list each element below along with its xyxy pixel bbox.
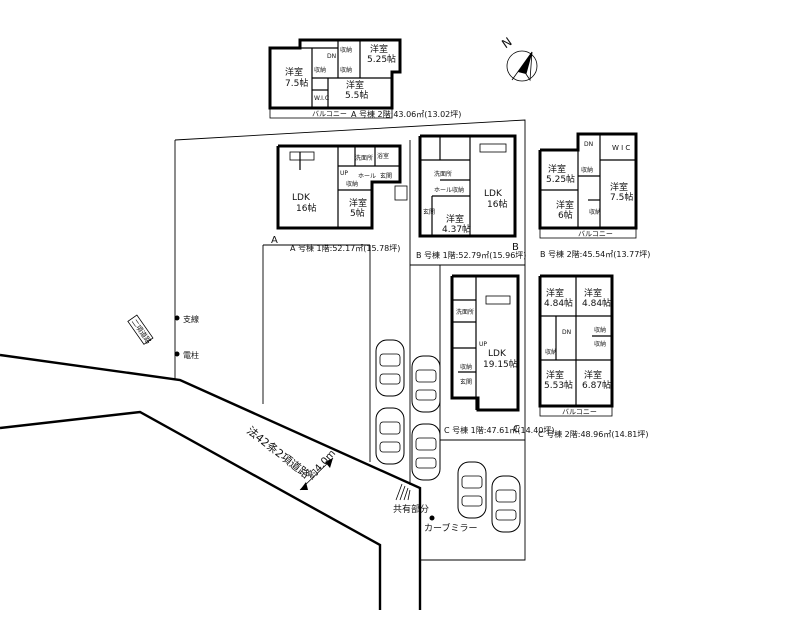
svg-text:電柱: 電柱 — [183, 350, 199, 360]
svg-text:16帖: 16帖 — [487, 198, 507, 210]
compass: N — [499, 35, 538, 82]
svg-text:洋室: 洋室 — [610, 181, 628, 193]
svg-text:5.25帖: 5.25帖 — [367, 53, 396, 65]
svg-text:洗面所: 洗面所 — [434, 170, 452, 178]
svg-text:5.53帖: 5.53帖 — [544, 379, 573, 391]
svg-text:収納: 収納 — [581, 166, 593, 174]
car-4 — [411, 423, 441, 481]
svg-text:洗面所: 洗面所 — [456, 308, 474, 316]
svg-text:5.25帖: 5.25帖 — [546, 173, 575, 185]
plan-a-letter: A — [271, 235, 278, 246]
plan-b-2f-caption: B 号棟 2階:45.54㎡(13.77坪) — [540, 249, 650, 259]
svg-text:バルコニー: バルコニー — [312, 110, 347, 118]
car-5 — [457, 461, 487, 519]
svg-text:6帖: 6帖 — [558, 209, 573, 221]
plan-b-2f: 洋室 5.25帖 洋室 7.5帖 洋室 6帖 W I C 収納 収納 DN バル… — [538, 132, 650, 259]
svg-text:LDK: LDK — [484, 189, 503, 199]
svg-text:収納: 収納 — [460, 363, 472, 371]
plan-b-1f-caption: B 号棟 1階:52.79㎡(15.96坪) — [416, 250, 526, 260]
svg-text:バルコニー: バルコニー — [562, 408, 597, 416]
svg-text:支線: 支線 — [183, 314, 199, 324]
svg-text:19.15帖: 19.15帖 — [483, 358, 518, 370]
svg-text:収納: 収納 — [452, 186, 464, 194]
svg-text:バルコニー: バルコニー — [578, 230, 613, 238]
svg-text:洋室: 洋室 — [285, 66, 303, 78]
curve-mirror-marker — [429, 515, 435, 521]
svg-text:7.5帖: 7.5帖 — [285, 77, 308, 89]
plan-c-2f: 洋室 4.84帖 洋室 4.84帖 洋室 5.53帖 洋室 6.87帖 収納 収… — [538, 274, 649, 439]
svg-text:洋室: 洋室 — [584, 287, 602, 299]
car-1 — [375, 339, 405, 397]
svg-text:洋室: 洋室 — [370, 43, 388, 55]
curve-mirror-label: カーブミラー — [424, 522, 477, 534]
svg-text:洋室: 洋室 — [349, 197, 367, 209]
car-2 — [411, 355, 441, 413]
plan-a-1f: LDK 16帖 洋室 5帖 浴室 洗面所 ホール 玄関 収納 UP A A 号棟… — [271, 144, 408, 253]
car-6 — [491, 475, 521, 533]
svg-text:4.84帖: 4.84帖 — [582, 297, 611, 309]
svg-text:ホール: ホール — [358, 173, 376, 180]
plan-a-2f: 洋室 7.5帖 洋室 5.25帖 洋室 5.5帖 W.I.C 収納 収納 収納 … — [268, 38, 461, 119]
svg-text:洗面所: 洗面所 — [355, 154, 373, 162]
parking-cars — [375, 339, 521, 533]
plan-a-2f-caption: A 号棟 2階:43.06㎡(13.02坪) — [351, 109, 461, 119]
road-width: 約4.0m — [305, 447, 339, 482]
svg-text:玄関: 玄関 — [380, 172, 392, 180]
svg-text:LDK: LDK — [292, 193, 311, 203]
utility-poles: 支線 電柱 二項道路 — [127, 314, 199, 360]
plan-c-2f-caption: C 号棟 2階:48.96㎡(14.81坪) — [538, 429, 649, 439]
svg-text:洋室: 洋室 — [446, 213, 464, 225]
svg-text:LDK: LDK — [488, 349, 507, 359]
svg-text:玄関: 玄関 — [423, 208, 435, 216]
svg-text:6.87帖: 6.87帖 — [582, 379, 611, 391]
svg-text:収納: 収納 — [314, 66, 326, 74]
svg-text:4.84帖: 4.84帖 — [544, 297, 573, 309]
svg-text:収納: 収納 — [545, 348, 557, 356]
svg-text:ホール: ホール — [434, 187, 452, 194]
plan-b-letter: B — [512, 242, 519, 253]
car-3 — [375, 407, 405, 465]
svg-text:DN: DN — [327, 53, 336, 60]
svg-text:浴室: 浴室 — [377, 152, 389, 160]
shared-area-label: 共有部分 — [393, 503, 429, 515]
svg-text:収納: 収納 — [594, 340, 606, 348]
svg-text:5.5帖: 5.5帖 — [345, 89, 368, 101]
shared-area-hatch — [395, 483, 411, 501]
svg-text:洋室: 洋室 — [584, 369, 602, 381]
svg-text:洋室: 洋室 — [346, 79, 364, 91]
svg-text:16帖: 16帖 — [296, 202, 316, 214]
svg-text:DN: DN — [584, 141, 593, 148]
svg-text:5帖: 5帖 — [350, 207, 365, 219]
svg-text:収納: 収納 — [346, 180, 358, 188]
svg-text:4.37帖: 4.37帖 — [442, 223, 471, 235]
svg-text:洋室: 洋室 — [546, 287, 564, 299]
svg-text:洋室: 洋室 — [556, 199, 574, 211]
site-boundaries — [174, 119, 526, 561]
plan-c-1f: LDK 19.15帖 洗面所 収納 玄関 UP C C 号棟 1階:47.61㎡… — [444, 274, 555, 435]
compass-north-label: N — [499, 35, 514, 52]
plan-b-1f: LDK 16帖 洋室 4.37帖 洗面所 ホール 収納 玄関 B B 号棟 1階… — [416, 134, 526, 260]
svg-text:収納: 収納 — [340, 66, 352, 74]
svg-text:収納: 収納 — [589, 208, 601, 216]
svg-text:UP: UP — [479, 341, 487, 348]
svg-text:収納: 収納 — [340, 46, 352, 54]
plan-c-1f-caption: C 号棟 1階:47.61㎡(14.40坪) — [444, 425, 555, 435]
svg-text:洋室: 洋室 — [546, 369, 564, 381]
svg-text:W I C: W I C — [612, 144, 630, 152]
plan-a-1f-caption: A 号棟 1階:52.17㎡(15.78坪) — [290, 243, 400, 253]
road: 法42条2項道路 約4.0m 共有部分 カーブミラー — [0, 353, 477, 610]
svg-text:DN: DN — [562, 329, 571, 336]
svg-text:玄関: 玄関 — [460, 378, 472, 386]
svg-text:洋室: 洋室 — [548, 163, 566, 175]
road-name: 法42条2項道路 — [244, 423, 313, 481]
svg-text:7.5帖: 7.5帖 — [610, 191, 633, 203]
svg-text:収納: 収納 — [594, 326, 606, 334]
plan-c-letter: C — [513, 424, 520, 435]
svg-text:W.I.C: W.I.C — [314, 95, 329, 102]
svg-text:UP: UP — [340, 170, 348, 177]
